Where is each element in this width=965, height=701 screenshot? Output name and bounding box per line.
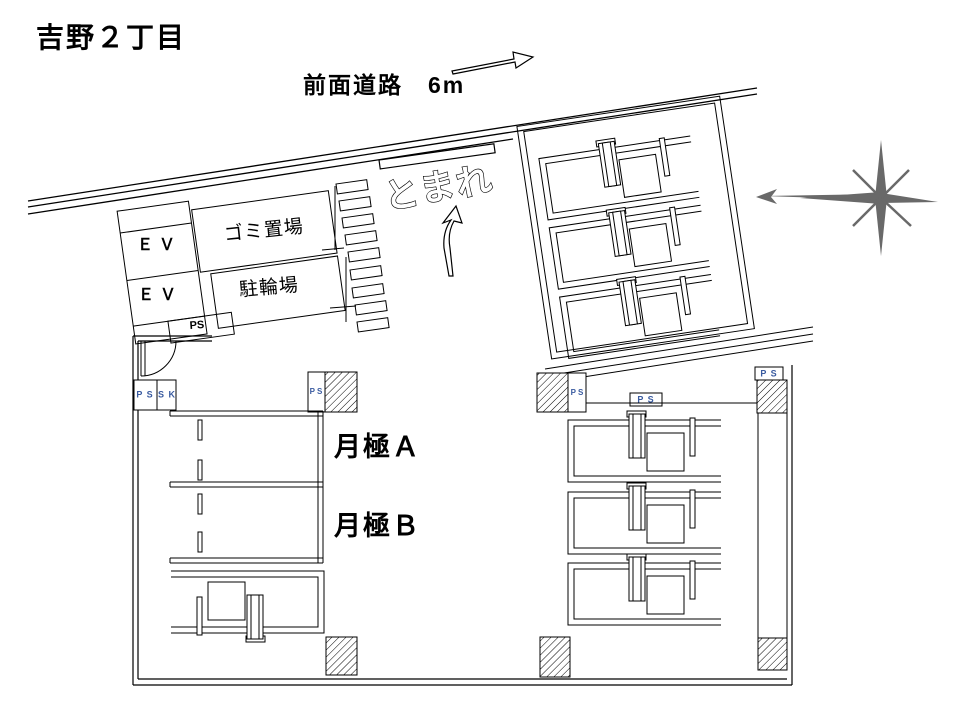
- shaft-ps-midleft-label: P S: [309, 387, 323, 396]
- shaft-sk-left-label: S K: [157, 389, 177, 400]
- shaft-ps-center-label: P S: [637, 394, 655, 405]
- service-building-block: [116, 190, 346, 345]
- main-building-boundary: [132, 335, 793, 686]
- structural-columns-hatched: [324, 371, 788, 678]
- elevator-upper-label: ＥＶ: [136, 237, 182, 254]
- slope-stripes: [321, 179, 390, 333]
- svg-text:れ: れ: [453, 159, 495, 204]
- shaft-ps-mid-label: P S: [570, 388, 584, 397]
- shaft-ps-right-label: P S: [760, 368, 778, 379]
- svg-text:と: と: [382, 173, 422, 216]
- southwest-parking-unit: [170, 570, 325, 643]
- monthly-parking-stalls: [169, 410, 324, 564]
- north-ps-label: PS: [189, 319, 205, 332]
- right-wall: [757, 413, 788, 638]
- monthly-parking-b-label: 月極Ｂ: [334, 511, 421, 541]
- road-edge-lines: [27, 87, 758, 215]
- southeast-parking-block: [567, 410, 722, 626]
- plan-title: 吉野２丁目: [36, 22, 187, 53]
- monthly-parking-a-label: 月極Ａ: [334, 432, 421, 462]
- svg-text:ま: ま: [417, 165, 458, 209]
- bicycle-parking-label: 駐輪場: [238, 274, 300, 302]
- shaft-boxes: [133, 366, 784, 413]
- door-swing-icon: [140, 340, 177, 377]
- northeast-boundary-lines: [544, 326, 814, 384]
- elevator-lower-label: ＥＶ: [137, 287, 183, 304]
- entry-direction-arrow-icon: [441, 204, 463, 277]
- shaft-ps-left-label: P S: [136, 389, 154, 400]
- stop-line-marking: [378, 143, 496, 170]
- stop-road-marking-text: と ま れ: [381, 159, 496, 218]
- front-road-label: 前面道路 6m: [303, 72, 466, 98]
- road-direction-arrow-icon: [451, 51, 535, 75]
- northeast-parking-block: [516, 95, 755, 360]
- compass-rose-icon: [756, 140, 938, 256]
